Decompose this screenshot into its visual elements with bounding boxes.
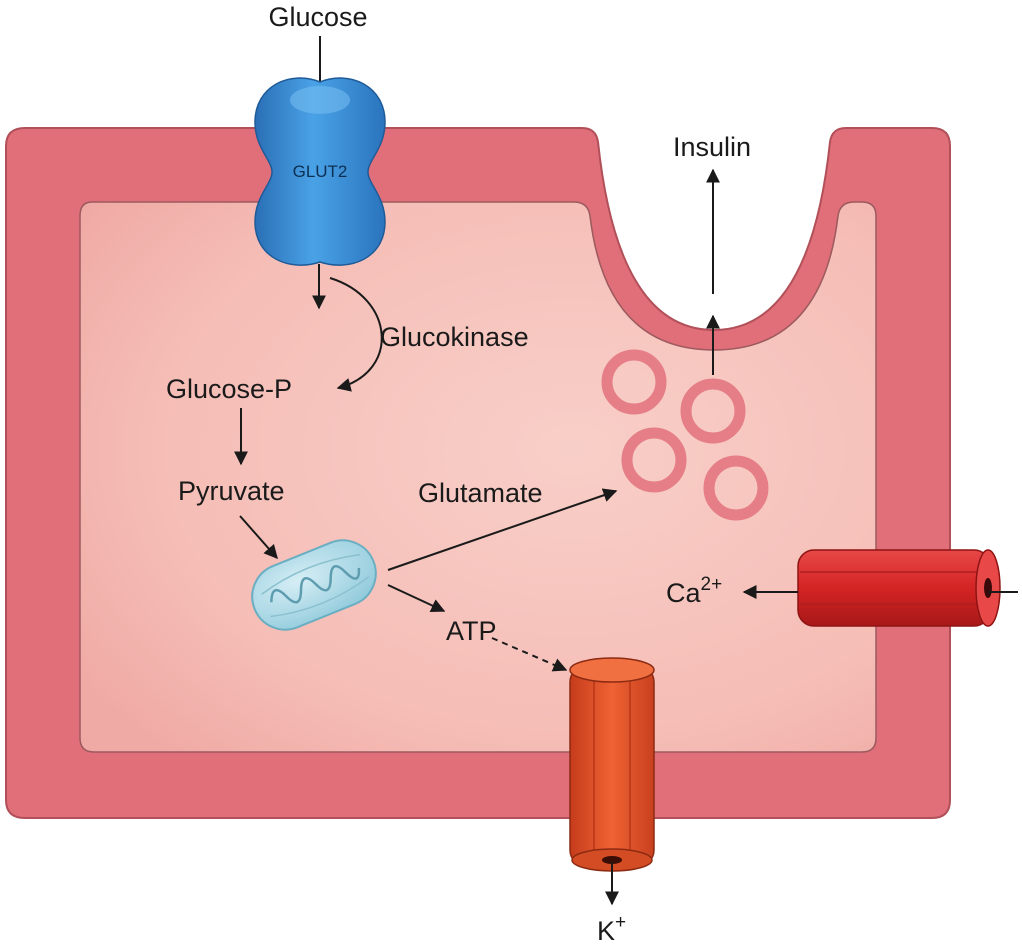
glucokinase-label: Glucokinase xyxy=(380,322,529,352)
glucokinase-arrow xyxy=(329,277,383,392)
mitochondrion xyxy=(251,539,377,631)
insulin-vesicle xyxy=(601,349,667,415)
glut2-label: GLUT2 xyxy=(293,162,348,181)
potassium-label: K+ xyxy=(597,912,626,946)
atp-arrow xyxy=(387,584,446,613)
insulin-vesicle xyxy=(703,455,769,521)
calcium-label: Ca2+ xyxy=(666,574,722,608)
atp-label: ATP xyxy=(446,616,497,646)
glut2-transporter xyxy=(254,77,386,266)
atp-to-k-channel-dashed-arrow xyxy=(491,637,568,672)
calcium-channel xyxy=(797,549,1001,627)
glucose-p-label: Glucose-P xyxy=(166,374,292,404)
glucose-label: Glucose xyxy=(268,2,367,32)
glutamate-arrow xyxy=(387,488,618,571)
glutamate-label: Glutamate xyxy=(418,478,543,508)
pyruvate-label: Pyruvate xyxy=(178,476,285,506)
insulin-label: Insulin xyxy=(673,132,751,162)
insulin-vesicle xyxy=(621,427,687,493)
glut2-highlight xyxy=(290,86,350,114)
insulin-vesicle xyxy=(680,378,746,444)
pyruvate-to-mito-arrow xyxy=(239,515,278,560)
potassium-channel xyxy=(569,657,655,872)
